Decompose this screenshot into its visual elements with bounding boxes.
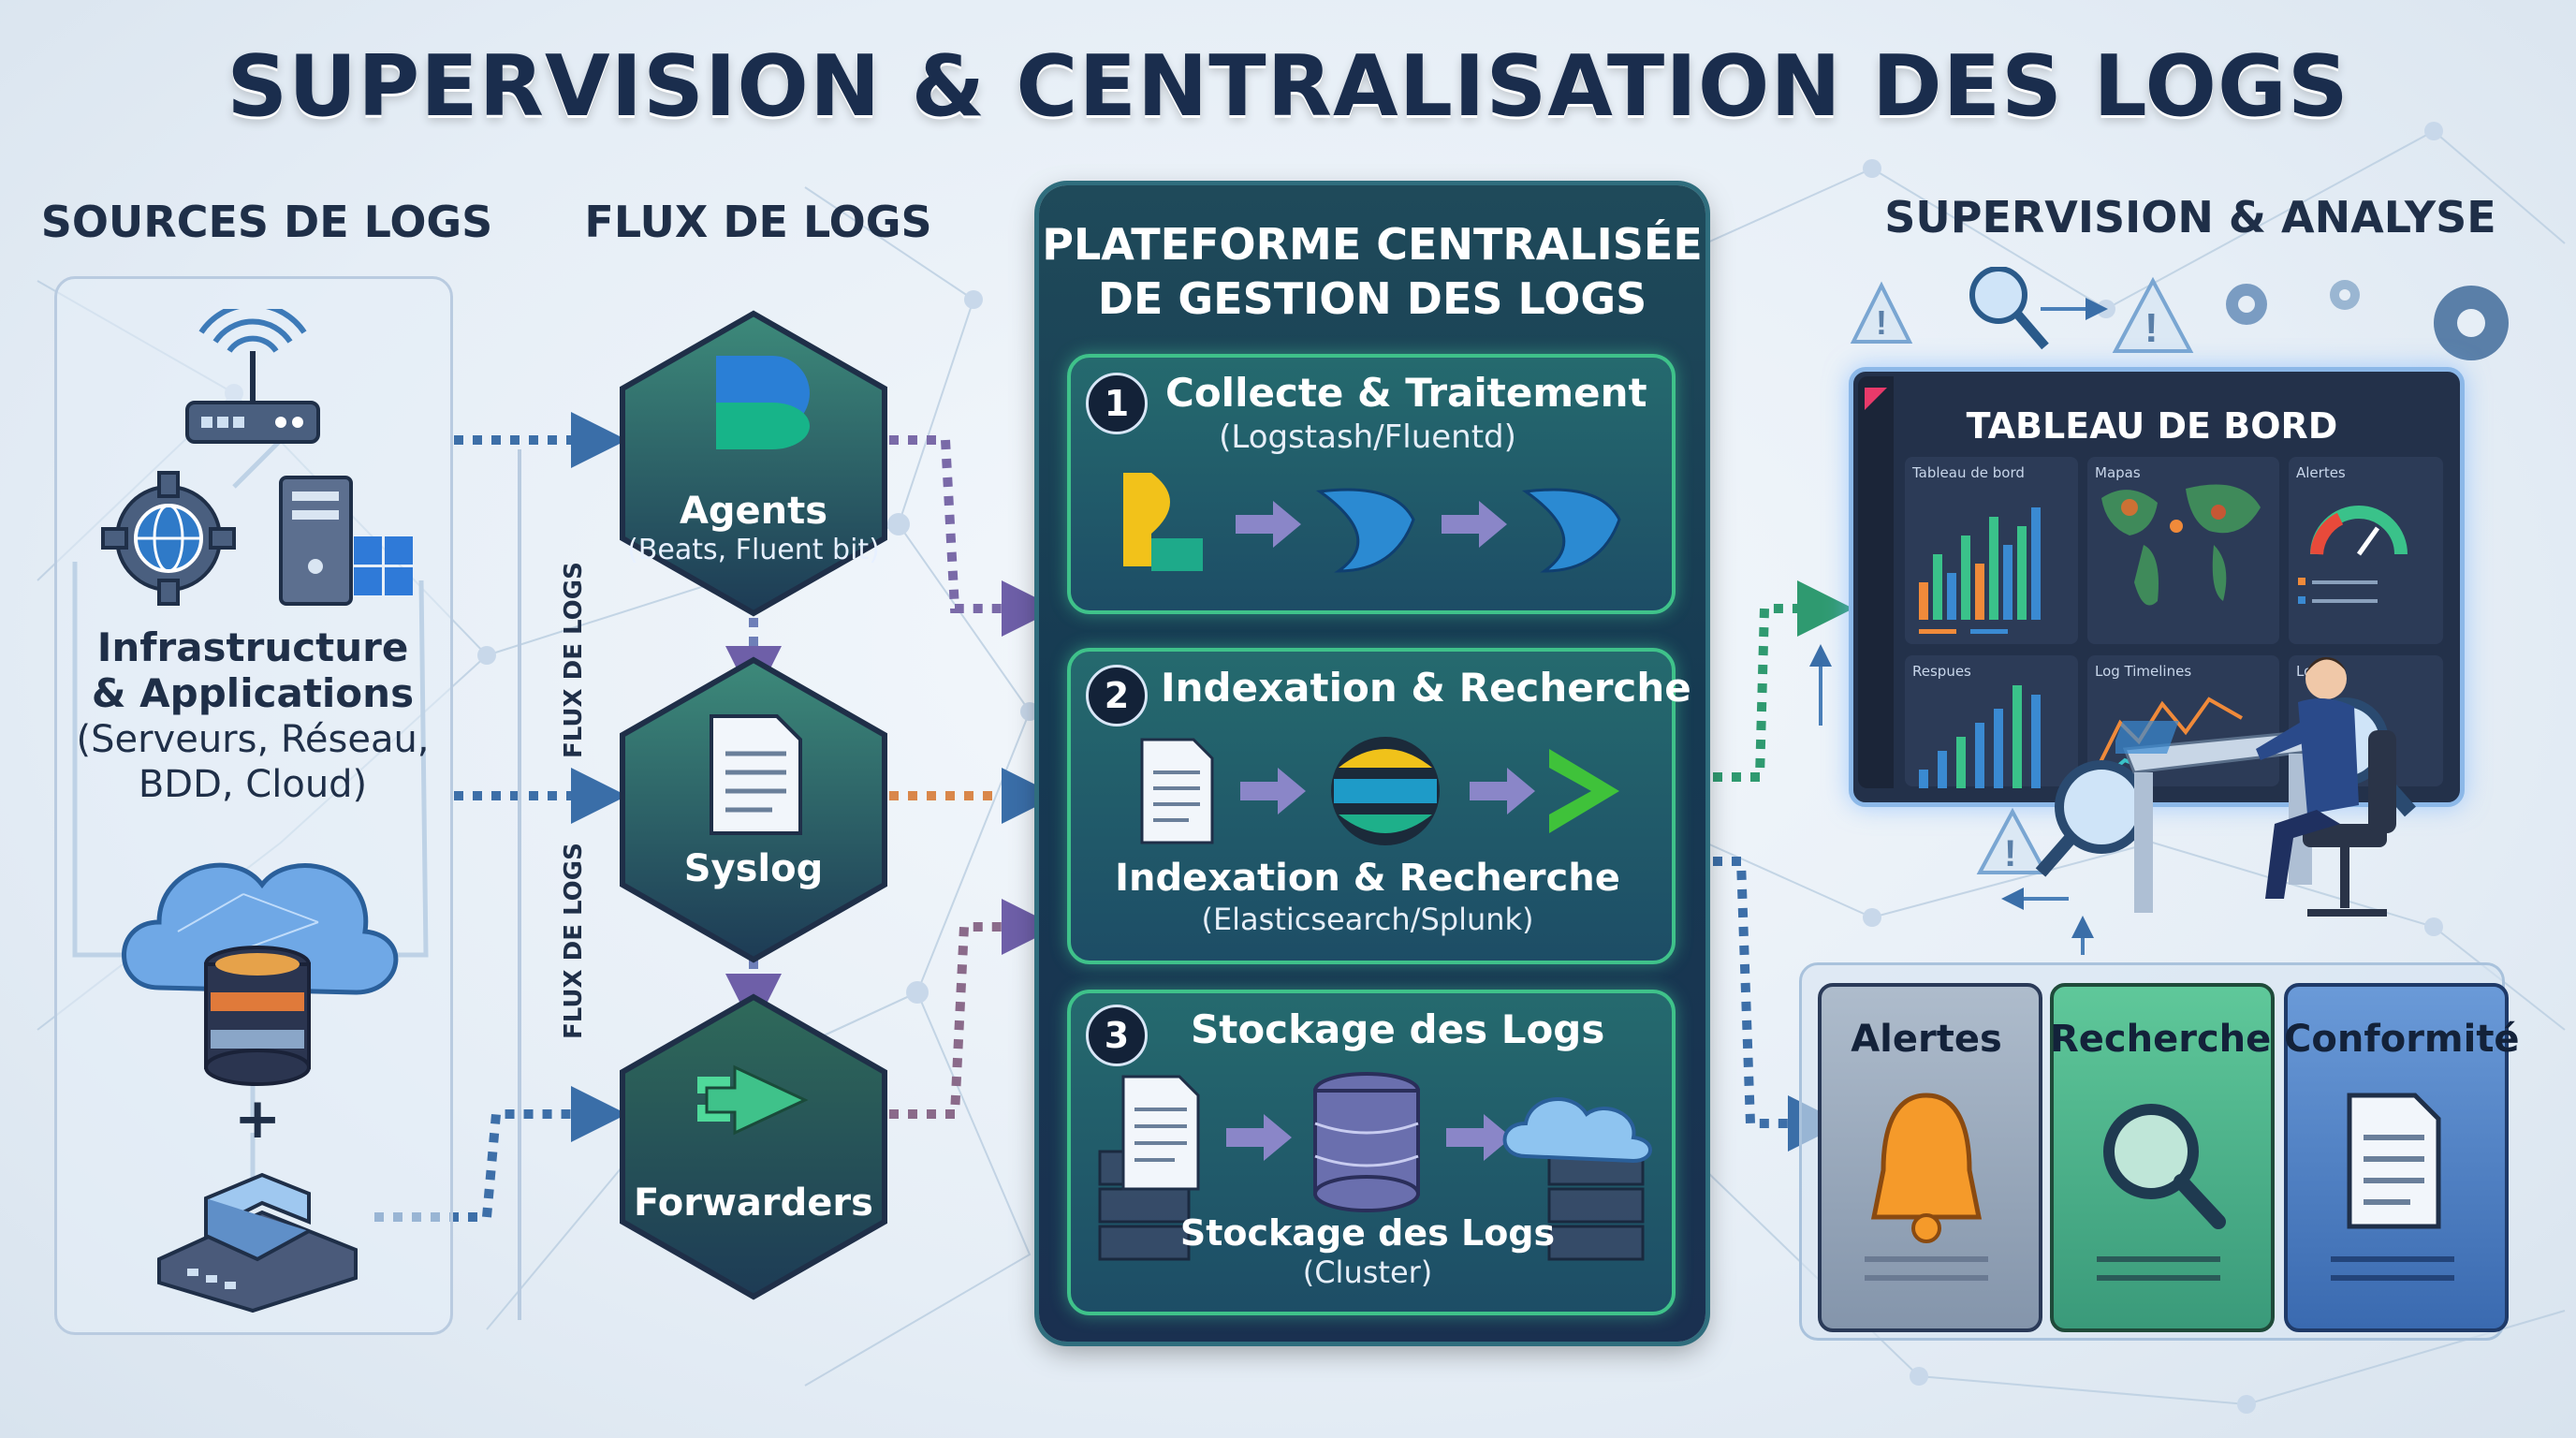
dashboard-title: TABLEAU DE BORD (1966, 405, 2338, 447)
tool-alertes-label: Alertes (1851, 1018, 2002, 1061)
stage-3-sub: (Cluster) (1302, 1255, 1433, 1290)
dashboard-card-map[interactable]: Mapas (2087, 457, 2279, 644)
sources-detail-line2: BDD, Cloud) (138, 763, 368, 806)
document-icon (1140, 738, 1214, 844)
sources-detail-line1: (Serveurs, Réseau, (76, 718, 430, 761)
fluentd-bird-icon-1 (1316, 488, 1415, 573)
stage-2-number: 2 (1086, 665, 1148, 726)
tool-recherche-label: Recherche (2050, 1018, 2272, 1061)
warning-icon: ! (1850, 281, 1913, 344)
globe-gear-icon (101, 471, 236, 606)
agents-sub: (Beats, Fluent bit) (627, 534, 880, 566)
warning-icon: ! (2112, 276, 2194, 353)
dashboard-card-responses[interactable]: Respues (1905, 655, 2078, 786)
syslog-label: Syslog (683, 847, 824, 890)
splunk-logo-icon (1549, 749, 1619, 833)
warning-icon: ! (1976, 807, 2049, 874)
stage-3-caption: Stockage des Logs (1179, 1212, 1556, 1254)
forwarders-label: Forwarders (634, 1181, 873, 1225)
stage-2-title: Indexation & Recherche (1161, 665, 1691, 711)
tool-conformite[interactable] (2284, 983, 2509, 1332)
gear-icon (2226, 284, 2267, 325)
fluentd-bird-icon-2 (1522, 488, 1621, 573)
dashboard-card-label: Alertes (2296, 464, 2346, 481)
network-appliance-icon (157, 1172, 358, 1313)
database-icon (1313, 1072, 1420, 1212)
stage-2-pipeline (1140, 737, 1619, 845)
stage-3-pipeline (1098, 1072, 1652, 1261)
logstash-logo-icon (1123, 473, 1203, 571)
stage-2-sub: (Elasticsearch/Splunk) (1201, 902, 1534, 937)
gear-icon (2434, 286, 2509, 360)
dashboard-card-label: Mapas (2095, 464, 2141, 481)
stage-2-caption: Indexation & Recherche (1115, 857, 1620, 900)
dashboard-card-label: Log Timelines (2095, 663, 2192, 680)
person-icon (2256, 657, 2359, 899)
world-map-icon (2101, 484, 2261, 606)
plus-sign: + (234, 1086, 282, 1152)
svg-text:!: ! (2004, 833, 2016, 874)
chair (2303, 730, 2396, 917)
supervision-decor-top: ! ! (1850, 267, 2509, 360)
sources-label-line1: Infrastructure (96, 624, 409, 670)
bell-icon (1865, 1093, 1988, 1281)
agents-label: Agents (679, 490, 828, 533)
forwarders-hexagon (620, 993, 887, 1300)
stage-3-number: 3 (1086, 1005, 1148, 1066)
sources-label-line2: & Applications (91, 670, 415, 716)
router-icon (185, 309, 320, 444)
document-icon (2331, 1093, 2454, 1281)
stage-1-pipeline (1123, 473, 1621, 573)
stage-1-sub: (Logstash/Fluentd) (1219, 418, 1516, 456)
elasticsearch-logo-icon (1331, 737, 1440, 845)
column-title-sources: SOURCES DE LOGS (40, 197, 493, 247)
svg-text:!: ! (1876, 303, 1887, 342)
magnifier-icon (1969, 267, 2049, 350)
server-rack-icon-right (1547, 1150, 1645, 1261)
stage-1-number: 1 (1086, 373, 1148, 434)
page-title: SUPERVISION & CENTRALISATION DES LOGS (227, 37, 2349, 136)
tool-conformite-label: Conformité (2284, 1018, 2520, 1061)
forward-arrow-icon (697, 1064, 809, 1136)
flux-vertical-label-1: FLUX DE LOGS (560, 562, 588, 758)
agents-hexagon (620, 310, 887, 617)
gear-icon (2330, 280, 2360, 310)
bar-chart-responses (1919, 685, 2041, 788)
gauge-icon (2298, 506, 2408, 604)
sources-label: Infrastructure & Applications (Serveurs,… (66, 625, 440, 807)
dashboard-card-label: Respues (1912, 663, 1971, 680)
document-icon (710, 714, 802, 835)
column-title-supervision: SUPERVISION & ANALYSE (1884, 192, 2496, 242)
cloud-icon (1502, 1097, 1652, 1164)
platform-title: PLATEFORME CENTRALISÉE DE GESTION DES LO… (1039, 217, 1705, 326)
platform-title-line2: DE GESTION DES LOGS (1097, 273, 1647, 324)
beats-logo-icon (716, 356, 810, 449)
platform-title-line1: PLATEFORME CENTRALISÉE (1042, 219, 1703, 270)
document-icon (1121, 1075, 1200, 1191)
flux-vertical-label-2: FLUX DE LOGS (560, 843, 588, 1039)
stage-3-title: Stockage des Logs (1191, 1006, 1605, 1052)
sources-panel (54, 276, 453, 1335)
server-windows-icon (279, 476, 413, 606)
stage-1-title: Collecte & Traitement (1165, 370, 1647, 416)
dashboard-card-label: Tableau de bord (1912, 464, 2025, 481)
syslog-hexagon (620, 656, 887, 963)
column-title-flux: FLUX DE LOGS (584, 197, 932, 247)
dashboard-sidebar (1858, 376, 1894, 788)
bar-chart-overview (1919, 507, 2041, 634)
cloud-database-icon (122, 862, 399, 1086)
svg-text:!: ! (2144, 305, 2159, 351)
magnifier-icon (2097, 1104, 2226, 1281)
analyst-at-desk-illustration (2115, 657, 2396, 917)
